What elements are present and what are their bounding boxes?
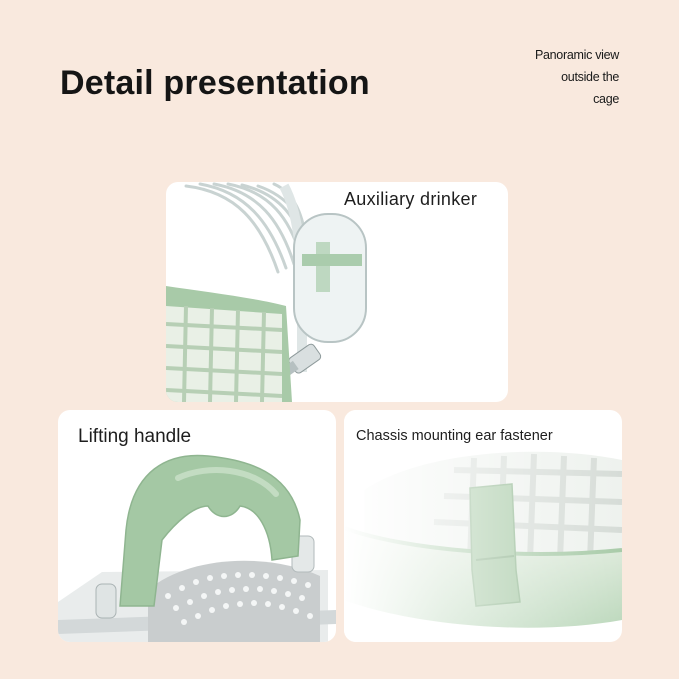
panoramic-caption: Panoramic view outside the cage (489, 44, 619, 110)
caption-line: cage (593, 92, 619, 106)
auxiliary-drinker-label: Auxiliary drinker (344, 189, 478, 209)
caption-line: Panoramic view (534, 48, 619, 62)
lifting-handle-illustration (58, 454, 336, 642)
auxiliary-drinker-illustration (166, 182, 367, 402)
auxiliary-drinker-card: Auxiliary drinker (166, 182, 508, 402)
chassis-fastener-label: Chassis mounting ear fastener (356, 428, 553, 444)
chassis-fastener-illustration (344, 410, 622, 642)
caption-line: outside the (561, 70, 619, 84)
chassis-fastener-card: Chassis mounting ear fastener (344, 410, 622, 642)
lifting-handle-label: Lifting handle (78, 426, 192, 447)
page-title: Detail presentation (60, 64, 370, 102)
lifting-handle-card: Lifting handle (58, 410, 336, 642)
